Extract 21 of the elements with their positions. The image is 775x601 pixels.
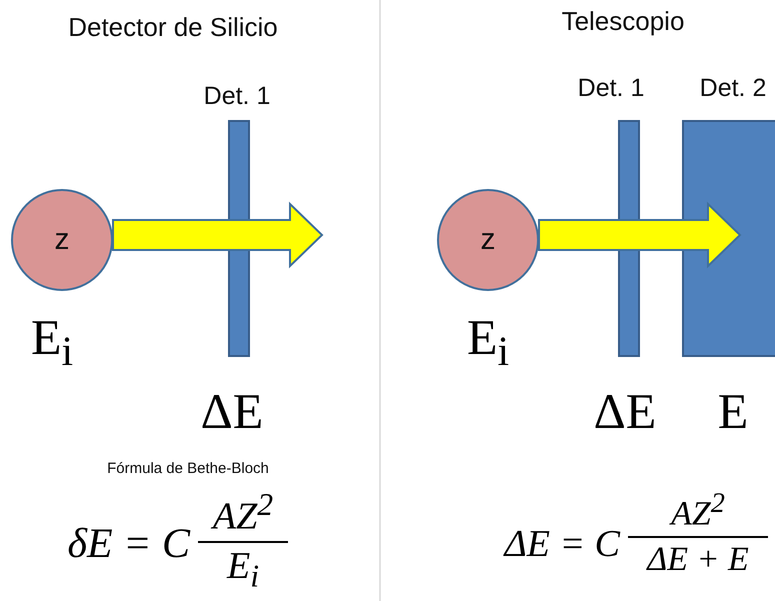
fraction-numerator: AZ$^{2}$ bbox=[671, 488, 725, 533]
formula-caption: Fórmula de Bethe-Bloch bbox=[107, 460, 269, 477]
panel-title: Telescopio bbox=[562, 6, 684, 37]
fraction-denominator: E$_{i}$ bbox=[226, 546, 259, 595]
particle-label: z bbox=[480, 225, 496, 255]
formula-lhs: δE = C bbox=[67, 522, 190, 565]
formula-lhs: ΔE = C bbox=[504, 525, 620, 564]
particle-label: z bbox=[54, 225, 70, 255]
fraction-numerator: AZ$^{2}$ bbox=[212, 488, 274, 538]
fraction-denominator: ΔE + E bbox=[647, 540, 749, 578]
energy-symbol: E bbox=[718, 382, 748, 440]
panel-title: Detector de Silicio bbox=[68, 12, 278, 43]
detector-label: Det. 1 bbox=[204, 82, 270, 111]
block-arrow bbox=[538, 202, 742, 268]
energy-symbol: ΔE bbox=[200, 382, 264, 440]
energy-symbol: ΔE bbox=[594, 382, 656, 440]
energy-symbol: E$_{i}$ bbox=[30, 308, 74, 376]
detector-label: Det. 1 bbox=[578, 74, 644, 103]
detector-label: Det. 2 bbox=[700, 74, 766, 103]
energy-symbol: E$_{i}$ bbox=[466, 308, 510, 376]
block-arrow bbox=[112, 202, 324, 268]
